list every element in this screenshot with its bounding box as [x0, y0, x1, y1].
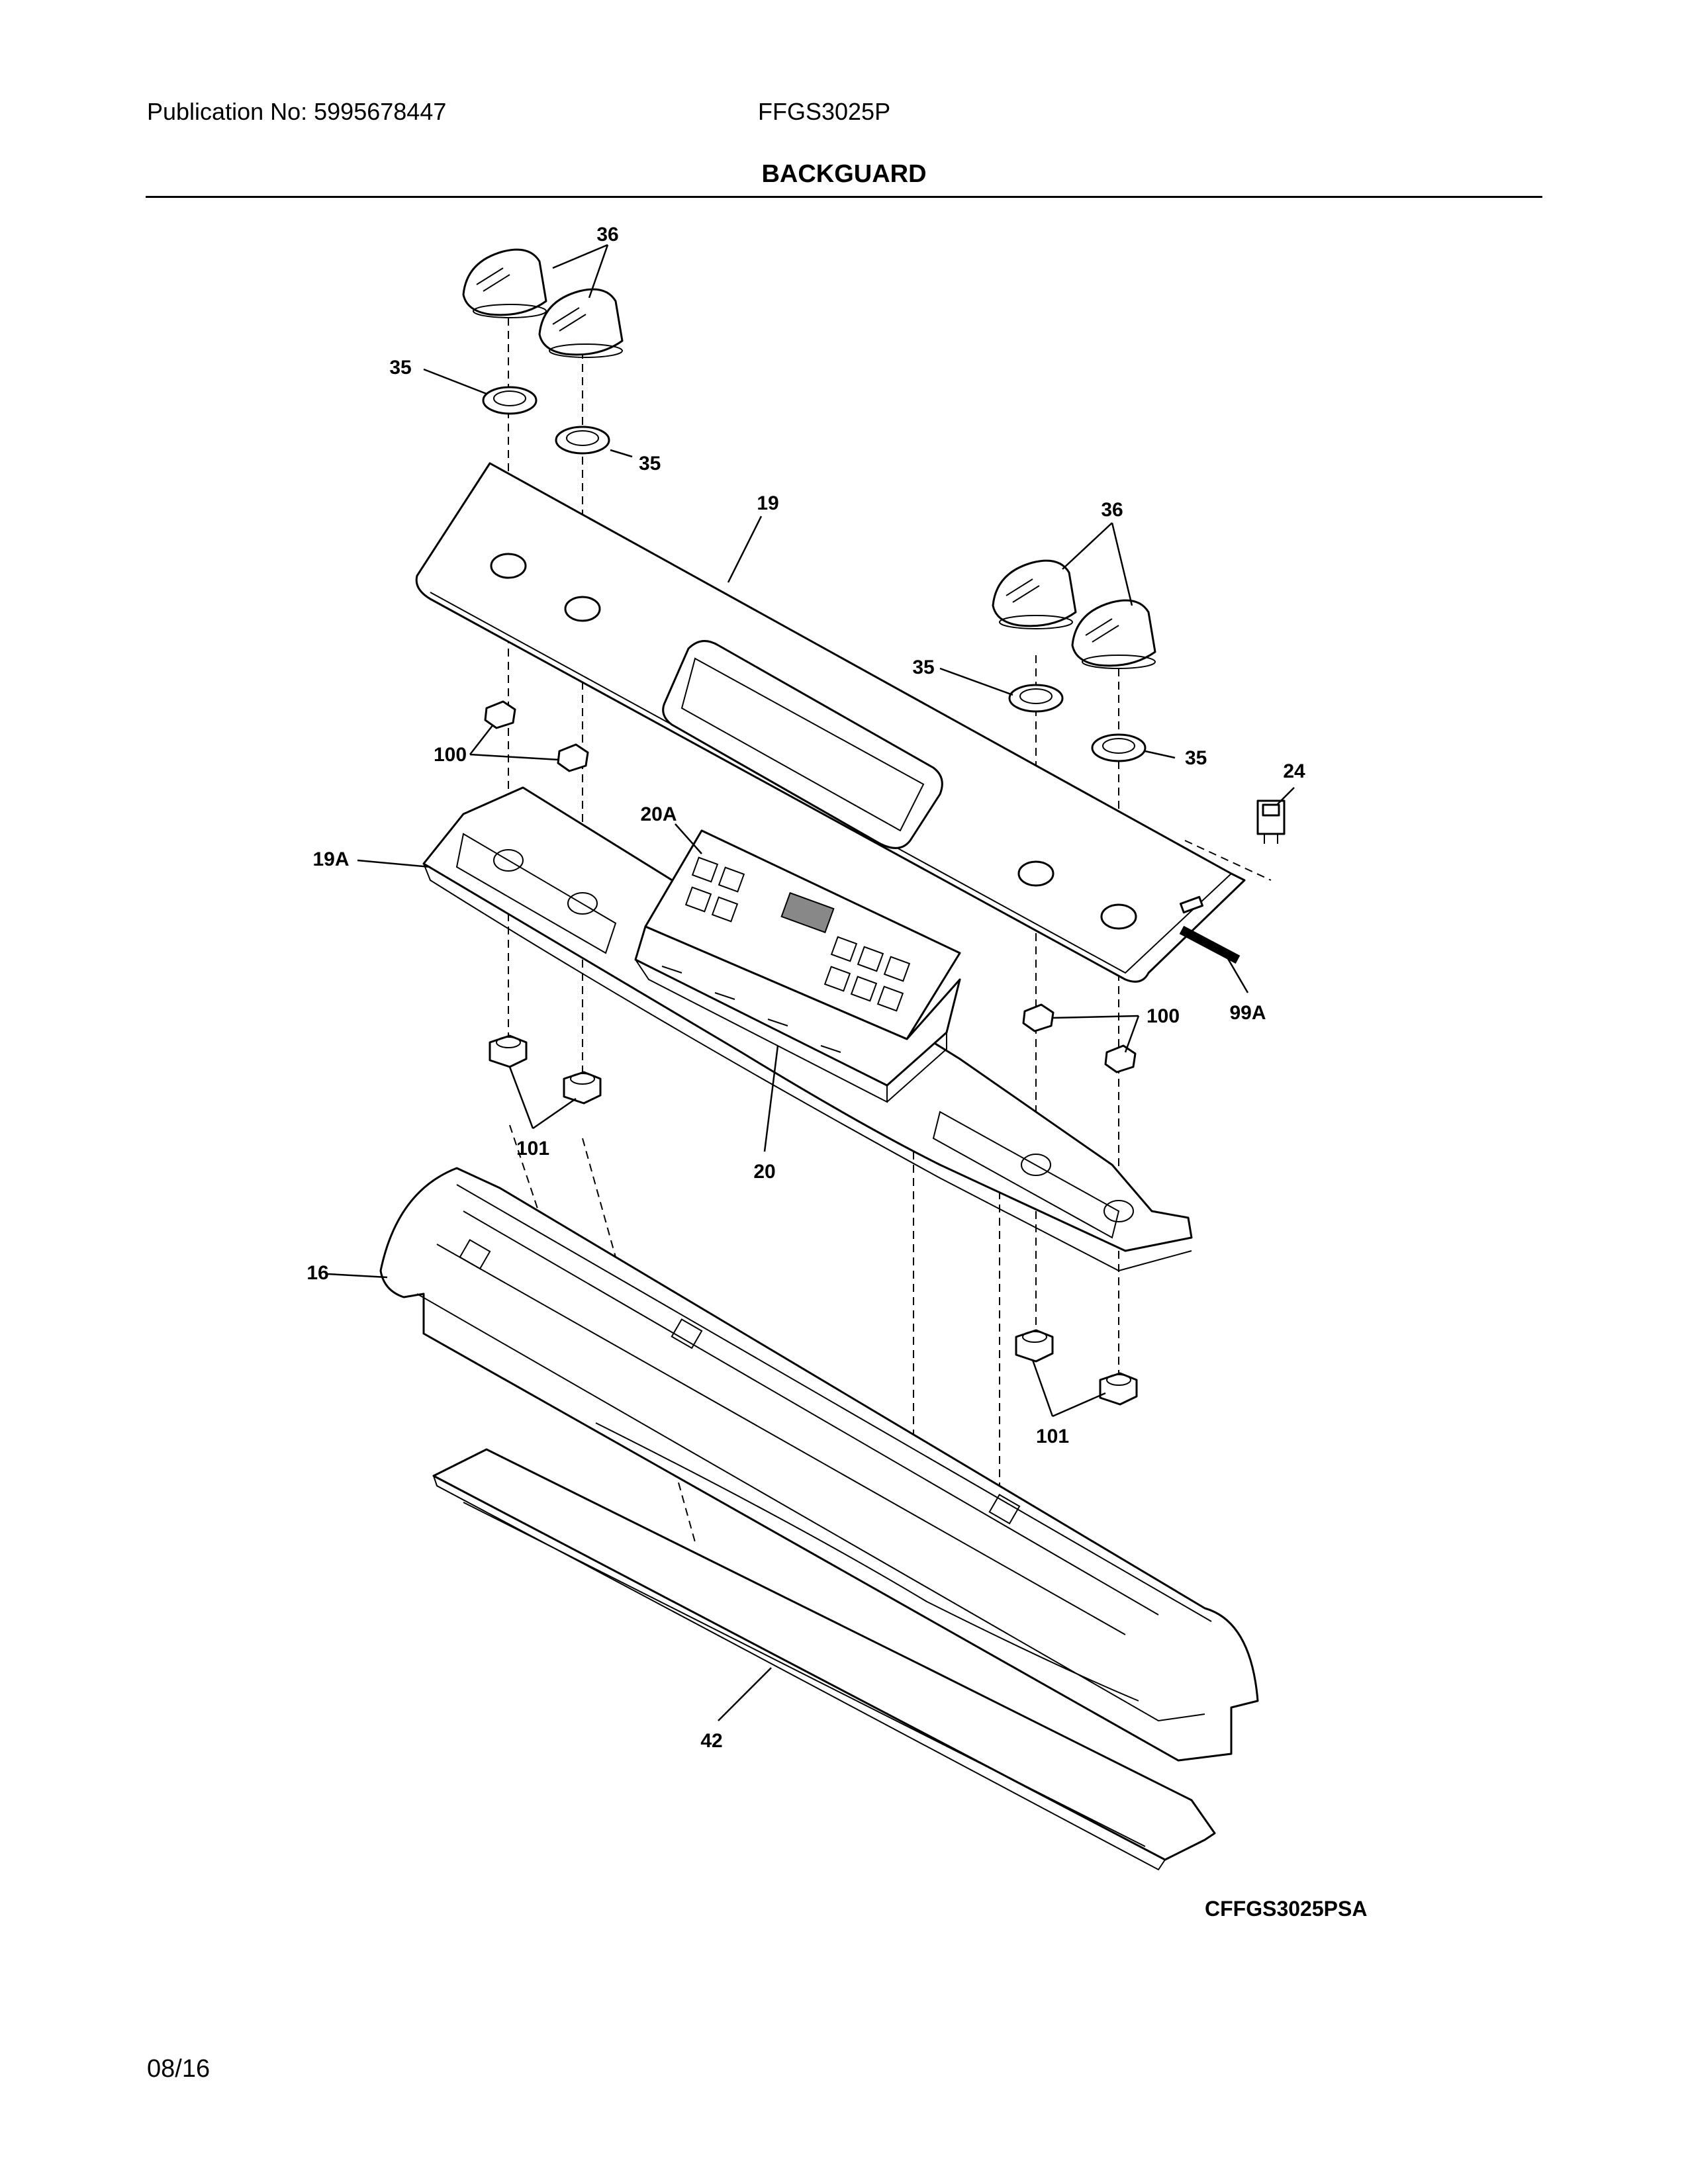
callout-20: 20	[753, 1161, 775, 1183]
title-rule	[146, 196, 1542, 198]
callout-35-right-2: 35	[1185, 747, 1207, 769]
callout-100-right: 100	[1147, 1005, 1180, 1027]
control-panel-part-19	[415, 462, 1246, 983]
rail-part-42	[432, 1448, 1216, 1871]
leader-lines	[327, 244, 1295, 1721]
nut-part-101	[489, 1034, 1138, 1406]
callout-35-right-1: 35	[912, 657, 934, 678]
callout-35-left-1: 35	[389, 357, 411, 379]
knob-part-36-left-1	[462, 248, 547, 318]
drawing-code: CFFGS3025PSA	[1205, 1897, 1368, 1921]
callout-35-left-2: 35	[639, 453, 661, 475]
control-board-part-20	[634, 925, 961, 1103]
callout-100-left: 100	[434, 744, 467, 766]
page-title: BACKGUARD	[761, 160, 927, 188]
knob-part-36-left-2	[538, 288, 624, 358]
callout-16: 16	[306, 1262, 328, 1284]
callout-20a: 20A	[640, 803, 677, 825]
callout-36-left: 36	[596, 224, 618, 246]
publication-number: Publication No: 5995678447	[147, 98, 447, 125]
callout-19a: 19A	[312, 848, 349, 870]
bezel-part-35	[482, 386, 1147, 762]
callout-24: 24	[1283, 760, 1305, 782]
revision-date: 08/16	[147, 2055, 211, 2083]
frame-part-16	[379, 1167, 1259, 1762]
callout-36-right: 36	[1101, 499, 1123, 521]
switch-part-24	[1256, 799, 1286, 844]
callout-101-left: 101	[516, 1138, 549, 1160]
knob-part-36-right-1	[992, 559, 1077, 629]
callout-42: 42	[700, 1730, 722, 1752]
knob-part-36-right-2	[1071, 599, 1156, 669]
callout-99a: 99A	[1229, 1002, 1266, 1024]
callout-101-right: 101	[1036, 1426, 1069, 1447]
callout-19: 19	[757, 492, 778, 514]
wire-harness-part-99a	[1179, 925, 1241, 964]
nut-part-100	[484, 700, 1137, 1073]
model-number: FFGS3025P	[758, 98, 891, 125]
